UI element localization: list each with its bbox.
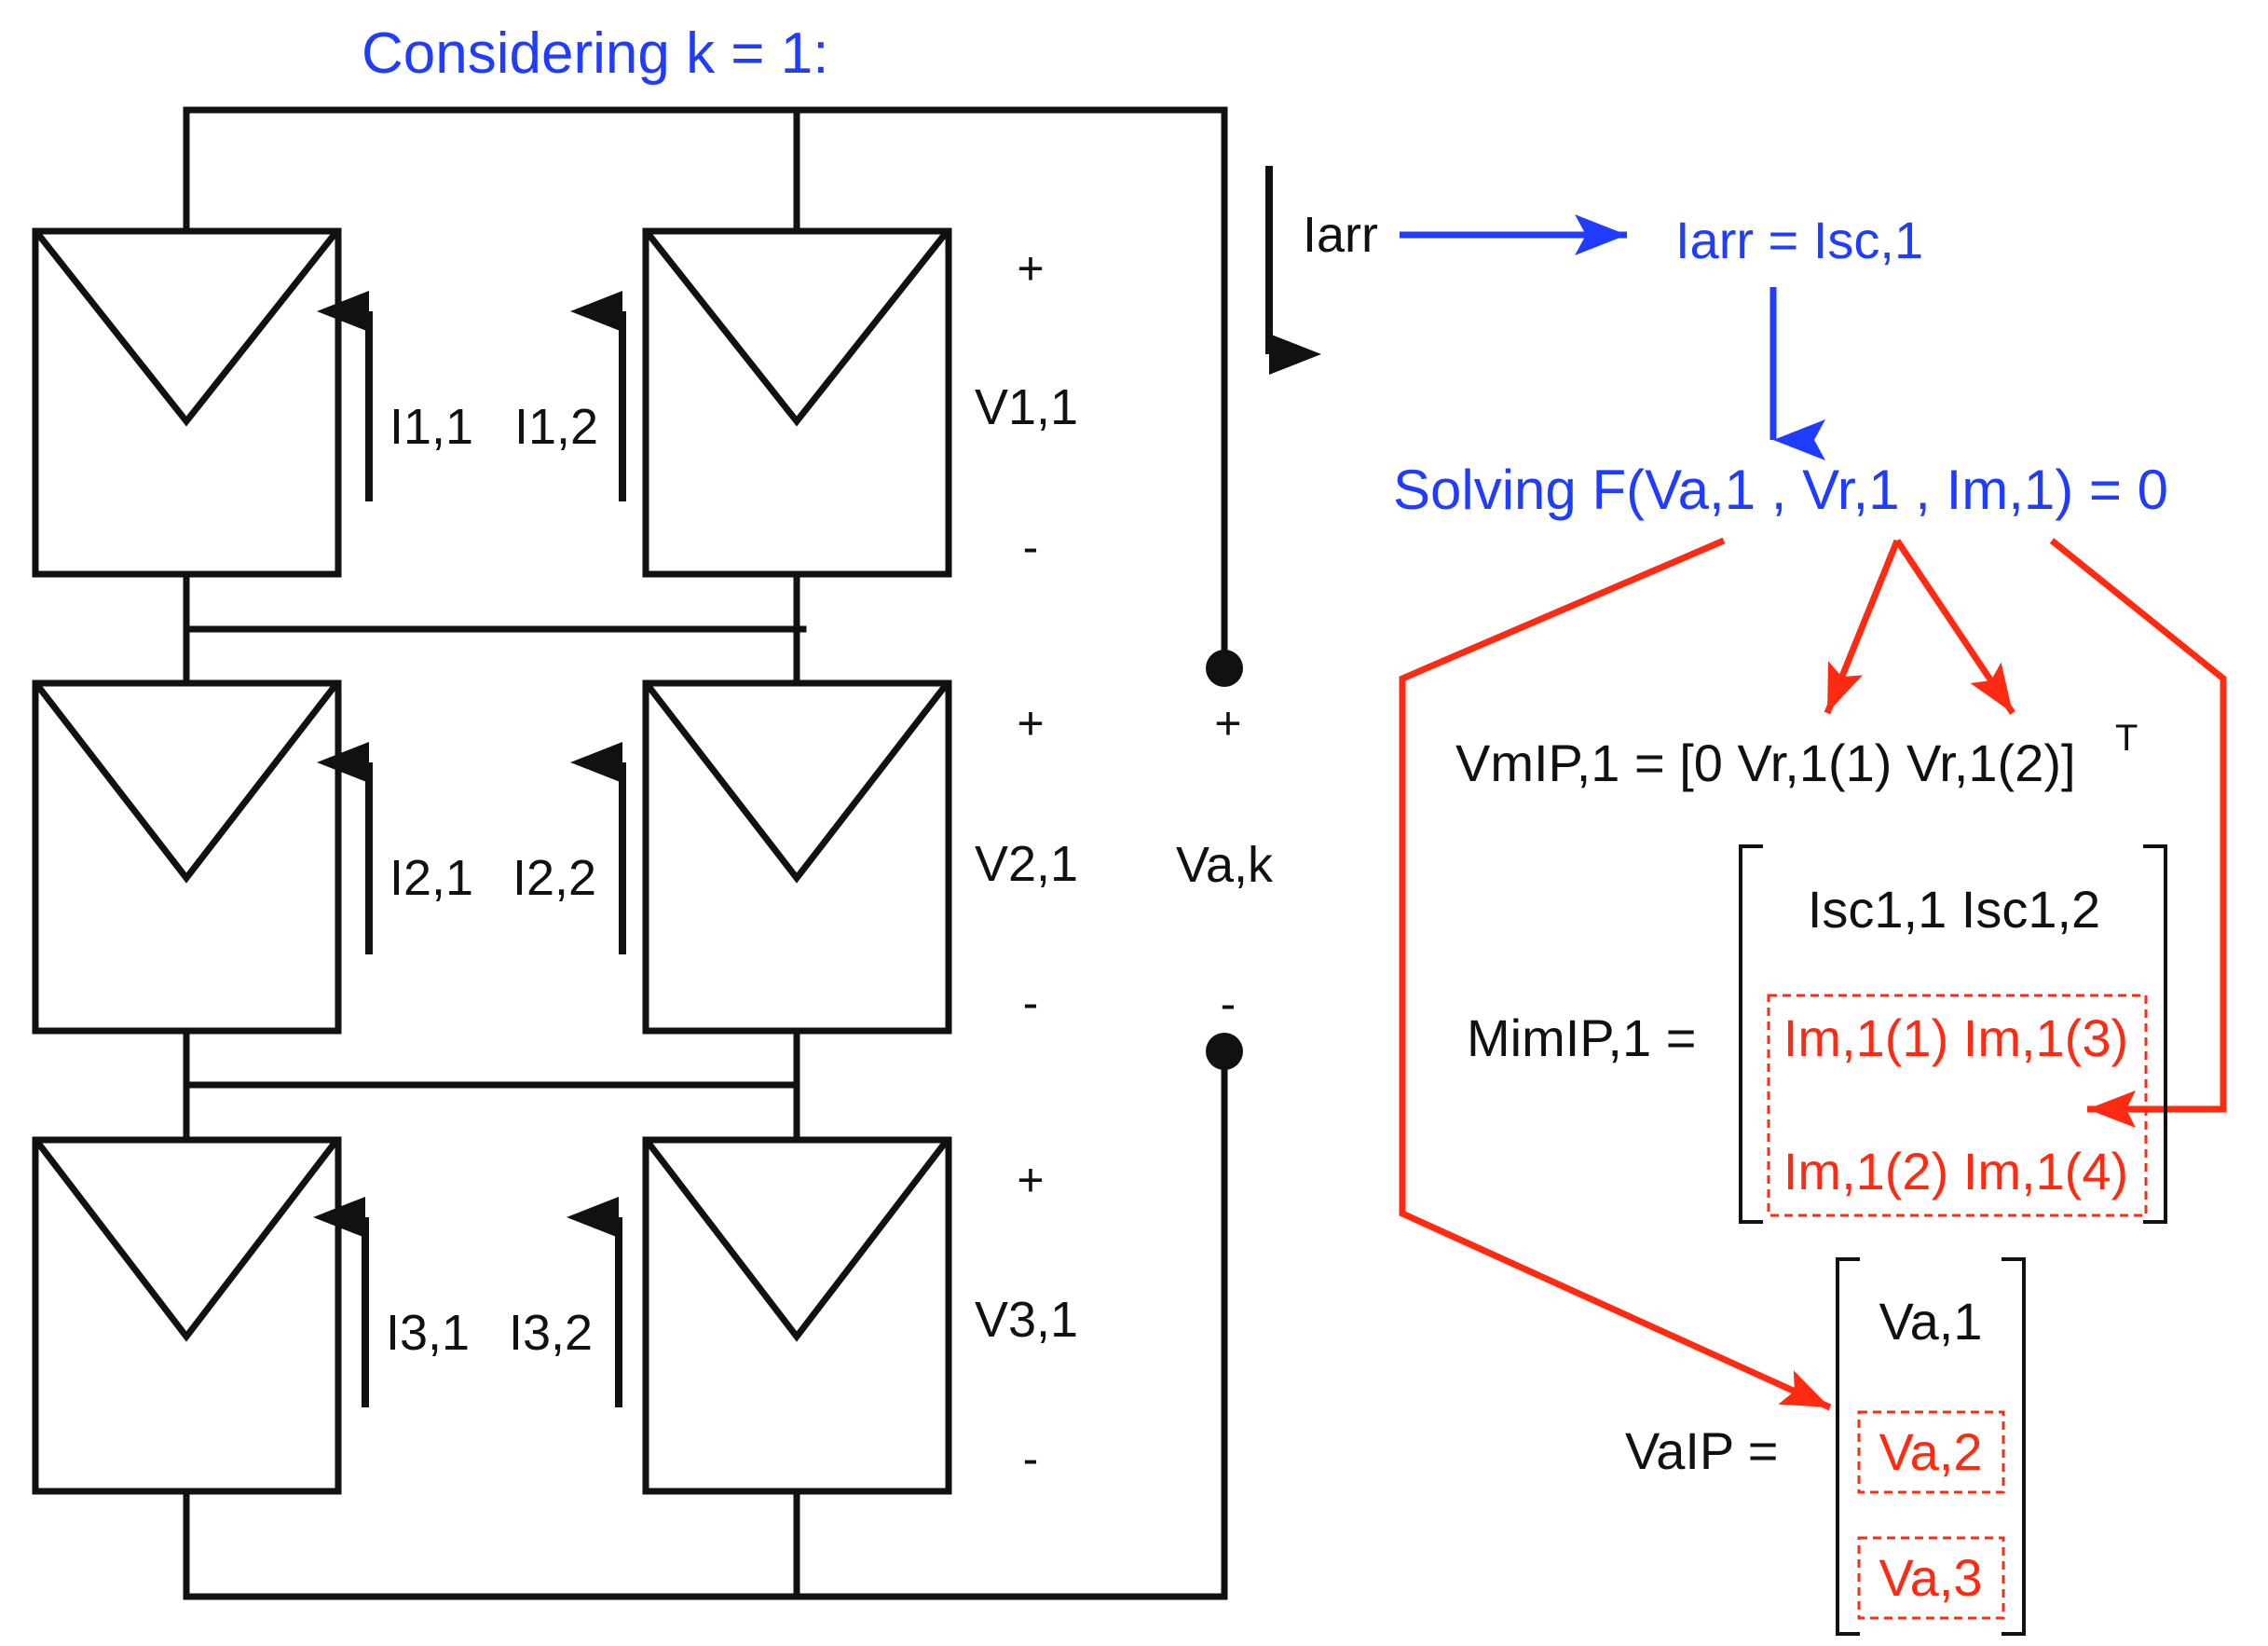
mimip-left-bracket [1739,844,1763,1224]
minus-sign-string-3: - [1023,1433,1039,1485]
vaip-unknown-box-2 [1857,1410,2005,1494]
plus-sign-string-2: + [1017,697,1044,749]
solar-panel-r2c2 [642,679,952,1035]
red-arrow-to-mimip [2049,538,2227,1128]
current-label-r1c1: I1,1 [389,399,473,455]
solving-equation: Solving F(Va,1 , Vr,1 , Im,1) = 0 [1393,459,2168,521]
solar-panel-r1c2 [642,227,952,578]
mimip-label: MimIP,1 = [1467,1008,1696,1067]
vaip-row-1: Va,1 [1879,1292,1982,1351]
vaip-right-bracket [2002,1257,2026,1636]
solar-panel-r3c1 [32,1136,342,1495]
solar-panel-r2c1 [32,679,342,1035]
array-plus-sign: + [1214,697,1241,749]
current-label-r2c2: I2,2 [512,850,596,906]
plus-sign-string-1: + [1017,242,1044,295]
current-label-r2c1: I2,1 [389,850,473,906]
iarr-equation: Iarr = Isc,1 [1675,211,1923,269]
minus-sign-string-2: - [1023,977,1039,1029]
vaip-left-bracket [1836,1257,1860,1636]
vaip-row-3: Va,3 [1879,1548,1982,1607]
string-voltage-label-3: V3,1 [975,1292,1078,1348]
array-voltage-label: Va,k [1176,837,1274,893]
vaip-row-2: Va,2 [1879,1422,1982,1481]
circuit-wiring [183,106,1228,1600]
current-label-r1c2: I1,2 [514,399,598,455]
vmip-transpose: T [2115,718,2138,759]
current-label-r3c1: I3,1 [386,1305,470,1361]
string-voltage-label-2: V2,1 [975,836,1078,892]
string-voltage-label-1: V1,1 [975,379,1078,435]
mimip-row-1: Isc1,1 Isc1,2 [1808,880,2100,939]
array-minus-sign: - [1221,978,1236,1030]
red-arrow-to-vaip [1399,537,1832,1411]
mimip-row-2: Im,1(1) Im,1(3) [1783,1008,2128,1067]
mimip-right-bracket [2143,844,2167,1224]
vaip-unknown-box-3 [1857,1536,2005,1620]
diagram-title: Considering k = 1: [362,21,828,86]
array-current-label: Iarr [1303,207,1378,263]
minus-sign-string-1: - [1023,521,1039,573]
vaip-label: VaIP = [1625,1421,1779,1480]
red-arrow-to-vmip-left [1824,539,1901,715]
plus-sign-string-3: + [1017,1154,1044,1206]
negative-terminal [1206,1033,1243,1070]
positive-terminal [1206,650,1243,687]
solar-panel-r1c1 [32,227,342,578]
vmip-equation: VmIP,1 = [0 Vr,1(1) Vr,1(2)] [1455,734,2076,792]
red-arrow-to-vmip-right [1894,539,2015,715]
current-label-r3c2: I3,2 [509,1305,593,1361]
solar-panel-r3c2 [642,1136,952,1495]
mimip-unknowns-box [1767,994,2148,1217]
mimip-row-3: Im,1(2) Im,1(4) [1783,1142,2128,1200]
